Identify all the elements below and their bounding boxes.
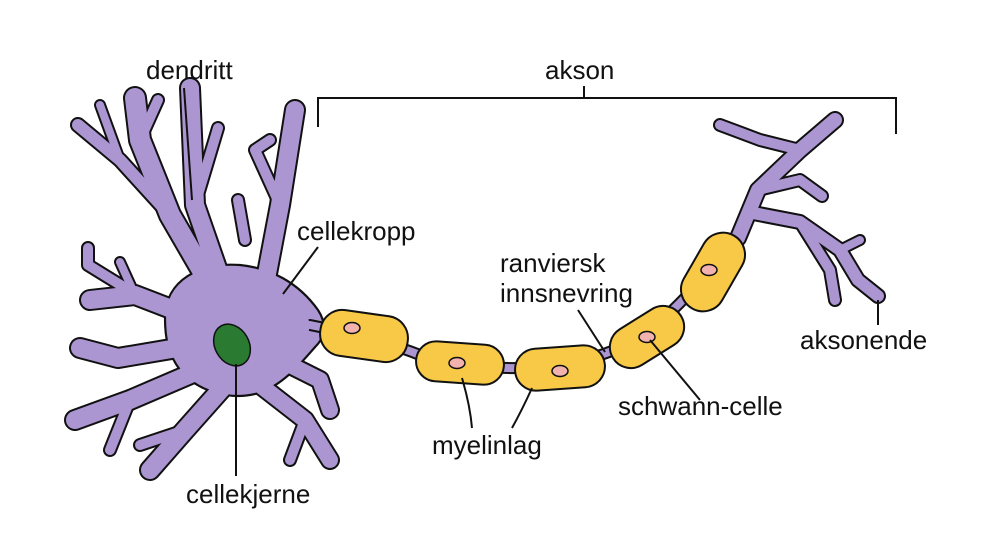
leader-myelin-1 (461, 377, 473, 429)
leader-myelin-2 (511, 387, 533, 429)
schwann-nucleus (700, 263, 718, 277)
schwann-nucleus (551, 364, 569, 378)
leader-dendrite (183, 87, 193, 201)
leader-cell-body (282, 246, 319, 295)
leader-lines (183, 87, 879, 476)
schwann-nucleus (343, 321, 361, 335)
myelin-segments (319, 231, 746, 392)
cell-nucleus (212, 323, 252, 367)
label-dendrite: dendritt (146, 55, 233, 85)
label-cell-body: cellekropp (297, 216, 416, 246)
label-schwann-cell: schwann-celle (618, 391, 783, 421)
axon-bracket (317, 86, 897, 134)
schwann-nucleus (638, 330, 656, 344)
label-ranvier-line2: innsnevring (500, 278, 633, 308)
dendrites-fill (66, 79, 884, 479)
label-myelin: myelinlag (432, 430, 542, 460)
label-nucleus: cellekjerne (186, 479, 310, 509)
label-ranvier-line1: ranviersk (500, 248, 606, 278)
label-axon-terminal: aksonende (800, 325, 927, 355)
schwann-cell (319, 308, 409, 364)
label-axon: akson (545, 55, 614, 85)
leader-ranvier (577, 309, 606, 353)
cell-body-core (178, 277, 310, 384)
schwann-nucleus (448, 356, 466, 370)
leader-schwann (649, 339, 701, 401)
